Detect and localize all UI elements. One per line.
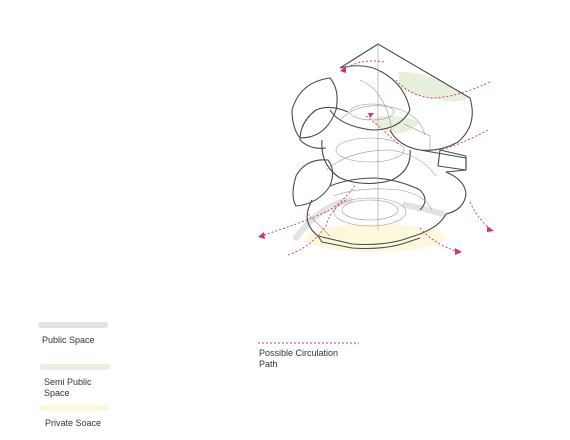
public-zone-ground-arc-right bbox=[402, 202, 445, 217]
private-space-swatch bbox=[40, 405, 110, 411]
lower-left-bulb bbox=[292, 159, 334, 207]
circulation-path-label: Possible Circulation Path bbox=[259, 348, 338, 370]
semi-public-line1: Semi Public bbox=[44, 377, 92, 387]
arrowhead-right-mid bbox=[487, 226, 494, 232]
left-mid-bulb bbox=[299, 106, 349, 149]
inner-curve-1 bbox=[339, 105, 426, 136]
base-plinth bbox=[306, 199, 447, 246]
arrowhead-left bbox=[258, 232, 265, 239]
circulation-right-mid bbox=[469, 201, 493, 231]
inner-curve-6 bbox=[403, 123, 431, 150]
arrowhead-center bbox=[368, 113, 374, 118]
right-wing bbox=[419, 149, 467, 215]
semi-public-line2: Space bbox=[44, 388, 70, 398]
circulation-roof-left bbox=[341, 60, 385, 71]
inner-curve-5 bbox=[307, 213, 331, 237]
circulation-left-bottom bbox=[287, 199, 347, 256]
private-space-label: Private Soace bbox=[45, 418, 101, 429]
inner-curve-4 bbox=[359, 79, 393, 131]
upper-right-volume bbox=[389, 97, 473, 151]
arrowhead-roof-left bbox=[340, 66, 346, 73]
right-wing-slab bbox=[437, 149, 467, 171]
public-space-swatch bbox=[38, 322, 108, 328]
private-zone-ground bbox=[305, 224, 445, 252]
circulation-roof-right bbox=[395, 79, 491, 99]
circulation-line1: Possible Circulation bbox=[259, 348, 339, 358]
hidden-lines bbox=[307, 44, 437, 237]
lower-volume bbox=[329, 177, 426, 211]
inner-curve-2 bbox=[325, 149, 437, 177]
circulation-legend-line bbox=[258, 342, 359, 344]
central-ring-mid bbox=[335, 137, 405, 163]
base-plinth-lower bbox=[317, 235, 421, 250]
public-space-text: Public Space bbox=[42, 335, 95, 345]
circulation-line2: Path bbox=[259, 359, 278, 369]
circulation-right-upper bbox=[439, 129, 489, 151]
inner-curve-3 bbox=[333, 188, 433, 211]
building-massing bbox=[291, 43, 473, 250]
base-ring-outer bbox=[333, 197, 407, 227]
mid-bowl bbox=[321, 139, 411, 185]
upper-volume bbox=[329, 65, 411, 131]
semi-public-space-label: Semi Public Space bbox=[44, 377, 92, 399]
circulation-arrowheads bbox=[258, 66, 494, 255]
base-ring-inner bbox=[341, 199, 399, 221]
semi-public-space-swatch bbox=[40, 364, 110, 370]
arrowhead-right-bottom bbox=[455, 248, 462, 255]
private-space-text: Private Soace bbox=[45, 418, 102, 428]
semi-public-zones bbox=[372, 71, 470, 134]
public-space-label: Public Space bbox=[42, 335, 95, 346]
